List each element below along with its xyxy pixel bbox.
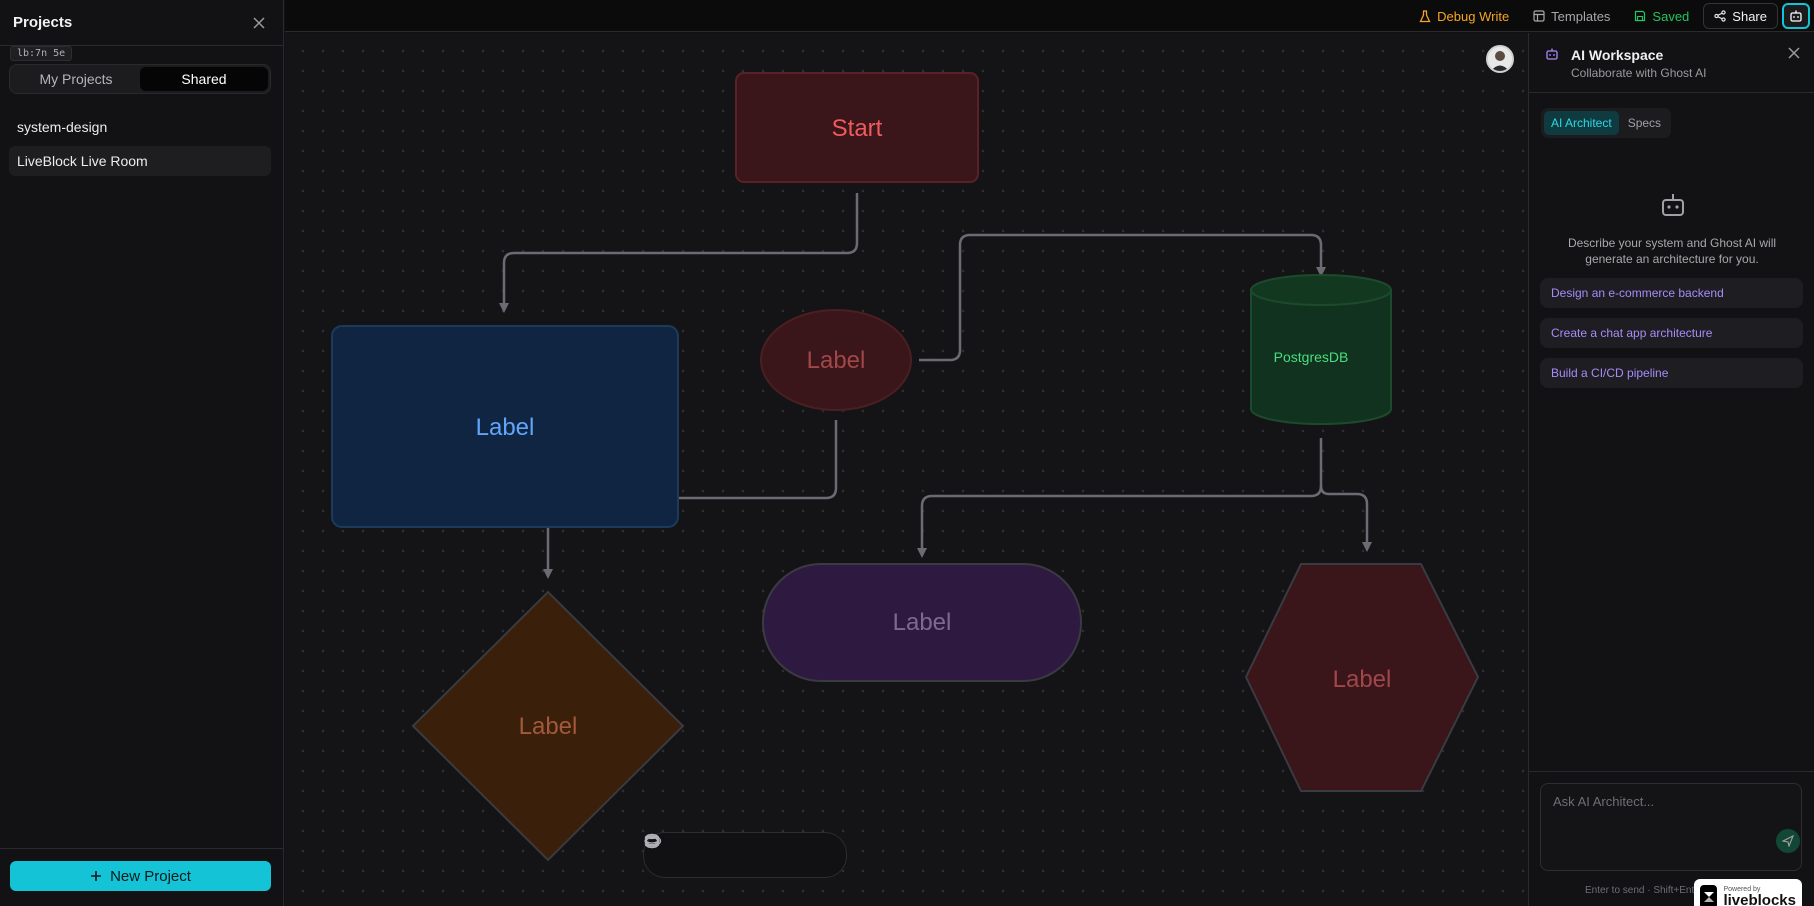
liveblocks-logo-icon xyxy=(1700,885,1718,906)
bot-empty-state-icon xyxy=(1662,194,1684,216)
node-rect-label: Label xyxy=(476,414,535,441)
node-start-label: Start xyxy=(832,115,883,142)
project-item-system-design[interactable]: system-design xyxy=(17,119,108,135)
node-ellipse[interactable]: Label xyxy=(760,309,912,411)
save-icon xyxy=(1635,10,1646,22)
saved-status: Saved xyxy=(1624,3,1699,29)
top-bar-actions: Debug Write Templates Saved Share xyxy=(1409,0,1814,32)
tab-shared[interactable]: Shared xyxy=(140,67,268,91)
suggestion-chat-app[interactable]: Create a chat app architecture xyxy=(1540,318,1803,348)
node-rect[interactable]: Label xyxy=(331,325,679,528)
ai-empty-description: Describe your system and Ghost AI will g… xyxy=(1567,236,1777,266)
close-icon xyxy=(253,16,265,29)
node-start[interactable]: Start xyxy=(735,72,979,183)
close-ai-panel-button[interactable] xyxy=(1788,46,1800,64)
ai-input-hint: Enter to send · Shift+Enter xyxy=(1585,885,1704,896)
sidebar-footer: New Project xyxy=(0,848,284,906)
ai-workspace-panel: AI Workspace Collaborate with Ghost AI A… xyxy=(1528,33,1814,906)
templates-label: Templates xyxy=(1551,8,1611,24)
sidebar-title: Projects xyxy=(13,14,73,31)
edge-db-to-pill[interactable] xyxy=(917,438,1323,558)
node-pill-label: Label xyxy=(893,609,952,636)
sidebar-header: Projects xyxy=(0,0,283,46)
liveblocks-badge[interactable]: Powered by liveblocks xyxy=(1694,879,1802,906)
diagram-canvas[interactable]: Start Label Label PostgresDB Label xyxy=(285,33,1528,906)
send-button[interactable] xyxy=(1776,829,1800,853)
diagram-svg: Start Label Label PostgresDB Label xyxy=(331,72,1480,862)
edge-rect-to-ellipse[interactable] xyxy=(678,420,838,500)
node-postgres-db[interactable]: PostgresDB xyxy=(1250,274,1392,425)
project-item-liveblock-live-room[interactable]: LiveBlock Live Room xyxy=(9,146,271,176)
ai-panel-tabs: AI Architect Specs xyxy=(1541,108,1672,138)
ai-panel-header: AI Workspace Collaborate with Ghost AI xyxy=(1529,33,1814,93)
node-hexagon-label: Label xyxy=(1333,666,1392,693)
node-hexagon[interactable]: Label xyxy=(1244,563,1480,792)
liveblocks-text: Powered by liveblocks xyxy=(1723,886,1796,906)
edges xyxy=(499,193,1372,579)
node-diamond-label: Label xyxy=(519,713,578,740)
tab-ai-architect[interactable]: AI Architect xyxy=(1544,111,1619,135)
share-label: Share xyxy=(1732,8,1767,24)
edge-ellipse-to-db[interactable] xyxy=(919,233,1326,362)
project-list: system-design LiveBlock Live Room xyxy=(9,112,271,180)
templates-button[interactable]: Templates xyxy=(1523,3,1620,29)
node-pill[interactable]: Label xyxy=(762,563,1082,682)
rectangle-tool-button[interactable] xyxy=(644,835,686,868)
ai-panel-title: AI Workspace xyxy=(1571,47,1664,63)
avatar[interactable] xyxy=(1486,45,1514,73)
user-avatar-icon xyxy=(1488,47,1512,71)
close-sidebar-button[interactable] xyxy=(249,13,269,33)
suggestion-cicd[interactable]: Build a CI/CD pipeline xyxy=(1540,358,1803,388)
new-project-button[interactable]: New Project xyxy=(10,861,271,891)
node-ellipse-label: Label xyxy=(807,347,866,374)
suggestion-ecommerce[interactable]: Design an e-commerce backend xyxy=(1540,278,1803,308)
cylinder-tool-button[interactable] xyxy=(645,833,802,868)
new-project-label: New Project xyxy=(110,867,191,885)
flask-icon xyxy=(1419,9,1431,22)
hexagon-tool-icon xyxy=(644,834,660,848)
send-icon xyxy=(1782,835,1794,847)
tab-specs[interactable]: Specs xyxy=(1627,116,1662,130)
edge-start-to-rect[interactable] xyxy=(499,193,859,313)
top-bar: Debug Write Templates Saved Share xyxy=(285,0,1814,32)
diamond-tool-button[interactable] xyxy=(644,833,715,868)
ai-panel-subtitle: Collaborate with Ghost AI xyxy=(1571,66,1707,80)
ai-input-area: Enter to send · Shift+Enter Powered by l… xyxy=(1529,771,1814,906)
debug-write-button[interactable]: Debug Write xyxy=(1409,3,1519,29)
saved-label: Saved xyxy=(1652,8,1690,24)
projects-sidebar: Projects lb:7n 5e My Projects Shared sys… xyxy=(0,0,284,906)
liveblocks-name: liveblocks xyxy=(1723,892,1796,906)
node-diamond[interactable]: Label xyxy=(411,590,685,862)
tab-my-projects[interactable]: My Projects xyxy=(39,71,113,87)
plus-icon xyxy=(91,871,102,881)
node-postgres-db-label: PostgresDB xyxy=(1274,349,1349,365)
ai-panel-toggle-button[interactable] xyxy=(1782,3,1810,29)
bot-icon xyxy=(1790,10,1802,22)
project-scope-tabs: My Projects Shared xyxy=(9,64,271,94)
hexagon-tool-button[interactable] xyxy=(644,834,831,868)
pill-tool-button[interactable] xyxy=(644,836,773,868)
close-icon xyxy=(1788,47,1800,59)
shape-toolbar xyxy=(643,832,847,878)
ai-prompt-input[interactable] xyxy=(1540,783,1802,871)
circle-tool-button[interactable] xyxy=(644,833,744,868)
powered-by-label: Powered by xyxy=(1723,886,1761,893)
template-icon xyxy=(1533,10,1545,22)
debug-write-label: Debug Write xyxy=(1437,8,1510,24)
share-icon xyxy=(1714,10,1726,22)
share-button[interactable]: Share xyxy=(1703,3,1778,29)
debug-tag: lb:7n 5e xyxy=(10,46,73,61)
bot-icon xyxy=(1546,48,1558,60)
edge-db-to-hexagon[interactable] xyxy=(1319,485,1372,552)
